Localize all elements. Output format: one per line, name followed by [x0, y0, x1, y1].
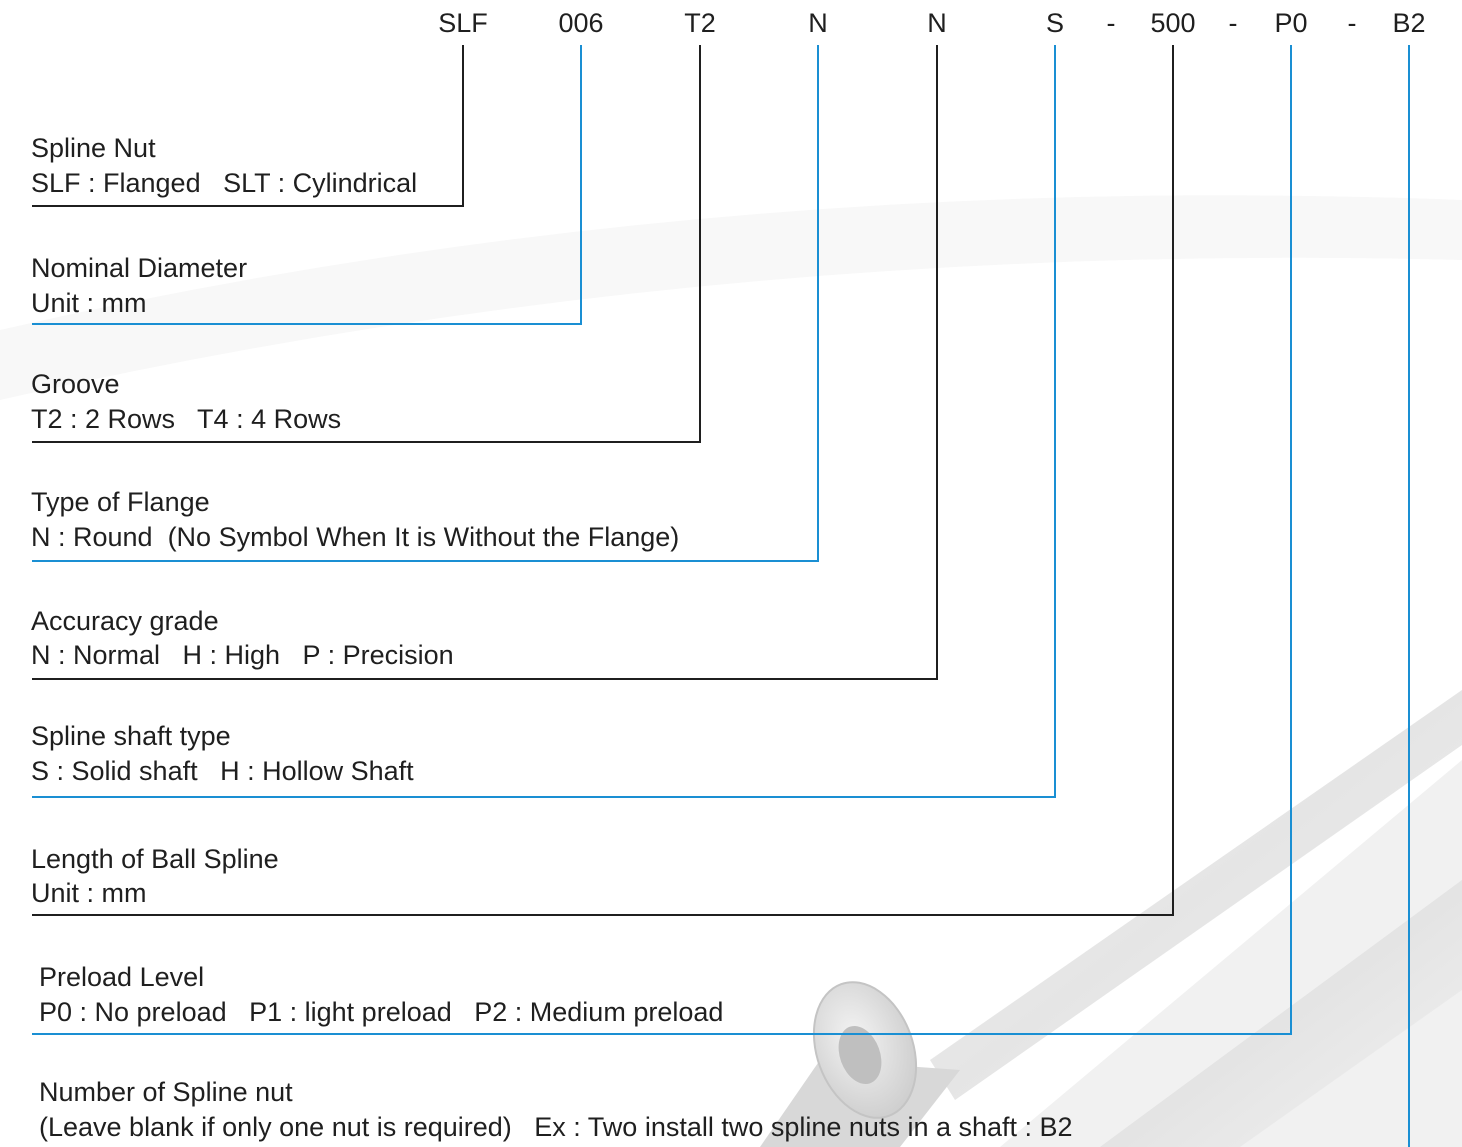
code-part-b2: B2 — [1392, 8, 1425, 38]
entry-title-spline-nut: Spline Nut — [31, 133, 156, 163]
code-part-p0: P0 — [1274, 8, 1307, 38]
code-part-500: 500 — [1150, 8, 1195, 38]
entry-title-nominal-diameter: Nominal Diameter — [31, 253, 247, 283]
entry-title-preload-level: Preload Level — [39, 962, 204, 992]
leader-line-groove — [32, 45, 700, 442]
entry-desc-spline-shaft-type: S : Solid shaft H : Hollow Shaft — [31, 756, 414, 786]
entry-title-accuracy-grade: Accuracy grade — [31, 606, 219, 636]
code-part-s: S — [1046, 8, 1064, 38]
entry-title-length: Length of Ball Spline — [31, 844, 279, 874]
entry-title-groove: Groove — [31, 369, 120, 399]
entry-desc-nominal-diameter: Unit : mm — [31, 288, 147, 318]
code-separator: - — [1348, 8, 1357, 38]
code-part-006: 006 — [558, 8, 603, 38]
entry-title-spline-shaft-type: Spline shaft type — [31, 721, 231, 751]
leader-line-accuracy-grade — [32, 45, 937, 679]
entry-desc-preload-level: P0 : No preload P1 : light preload P2 : … — [39, 997, 723, 1027]
code-part-n-accuracy: N — [927, 8, 947, 38]
code-part-t2: T2 — [684, 8, 716, 38]
code-part-n-flange: N — [808, 8, 828, 38]
entry-desc-groove: T2 : 2 Rows T4 : 4 Rows — [31, 404, 341, 434]
entry-desc-type-of-flange: N : Round (No Symbol When It is Without … — [31, 522, 679, 552]
entry-desc-length: Unit : mm — [31, 878, 147, 908]
entry-desc-accuracy-grade: N : Normal H : High P : Precision — [31, 640, 454, 670]
code-separator: - — [1107, 8, 1116, 38]
entry-desc-number-of-nuts: (Leave blank if only one nut is required… — [39, 1112, 1073, 1142]
entry-title-type-of-flange: Type of Flange — [31, 487, 210, 517]
entry-desc-spline-nut: SLF : Flanged SLT : Cylindrical — [31, 168, 417, 198]
code-part-slf: SLF — [438, 8, 488, 38]
code-separator: - — [1229, 8, 1238, 38]
entry-title-number-of-nuts: Number of Spline nut — [39, 1077, 293, 1107]
